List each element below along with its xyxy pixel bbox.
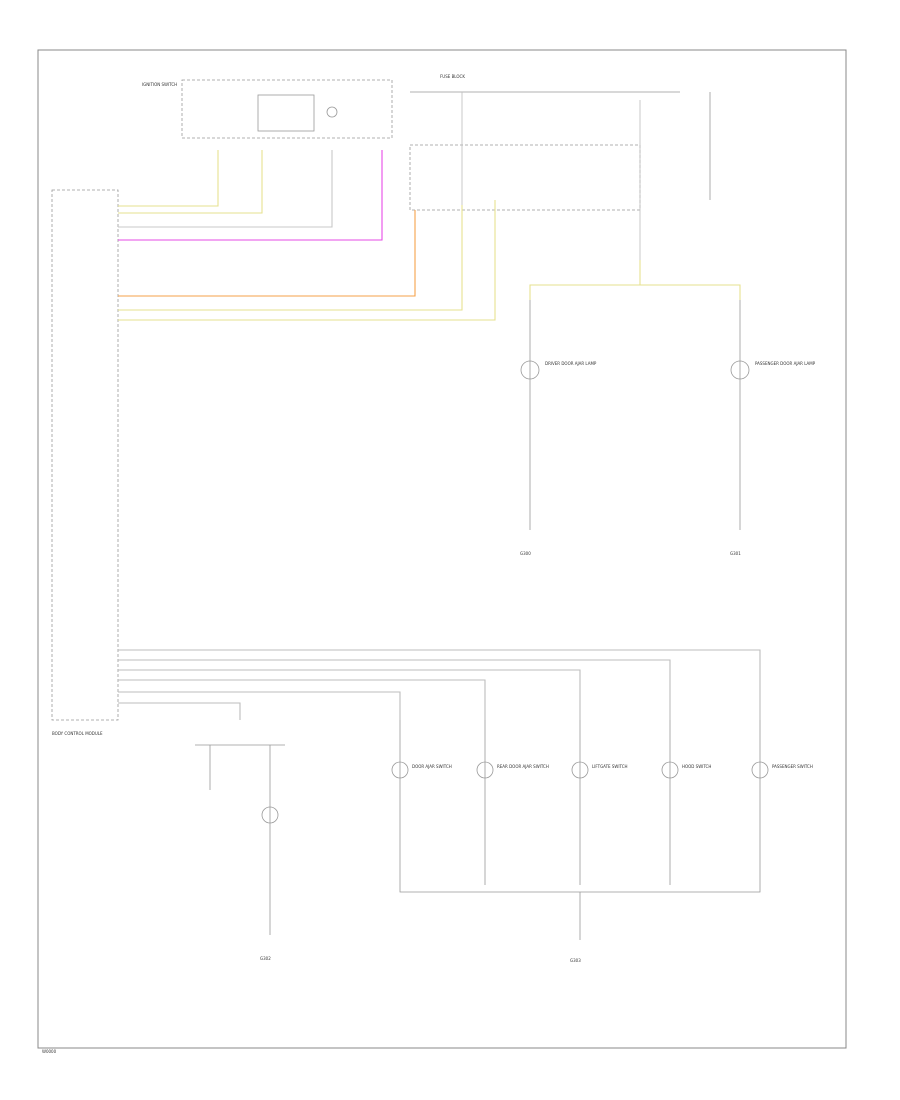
bcm-label: BODY CONTROL MODULE xyxy=(52,731,103,736)
wire-yellow-3 xyxy=(118,205,463,311)
wire-yellow-lamps xyxy=(529,260,741,300)
wire-orange xyxy=(118,210,416,297)
wire-bus-4 xyxy=(118,679,486,720)
switch-lower-icon xyxy=(261,806,279,824)
fuse-block-box xyxy=(409,144,641,211)
sw4-icon xyxy=(661,761,679,779)
sw1-icon xyxy=(391,761,409,779)
ground-g2-label: G301 xyxy=(730,551,741,556)
sw5-icon xyxy=(751,761,769,779)
sw3-label: LIFTGATE SWITCH xyxy=(592,764,628,769)
wire-bus-2 xyxy=(118,659,671,720)
wire-yellow-4 xyxy=(118,200,496,321)
sw3-icon xyxy=(571,761,589,779)
driver-lamp-label: DRIVER DOOR AJAR LAMP xyxy=(545,361,597,366)
ground-g3-label: G302 xyxy=(260,956,271,961)
wire-bus-3 xyxy=(118,669,581,720)
wire-yellow-2 xyxy=(118,150,263,214)
sw4-label: HOOD SWITCH xyxy=(682,764,711,769)
lamp-symbol-top xyxy=(326,106,338,118)
ignition-switch-box xyxy=(181,79,393,139)
passenger-lamp-label: PASSENGER DOOR AJAR LAMP xyxy=(755,361,816,366)
ground-g1-label: G300 xyxy=(520,551,531,556)
wire-bus-6 xyxy=(118,702,241,720)
sw2-icon xyxy=(476,761,494,779)
ignition-switch-inner xyxy=(257,94,315,132)
wire-bus-1 xyxy=(118,649,761,720)
diagram-frame xyxy=(37,49,847,1049)
wire-bus-5 xyxy=(118,691,401,720)
sw2-label: REAR DOOR AJAR SWITCH xyxy=(497,764,549,769)
ground-g4-label: G303 xyxy=(570,958,581,963)
ignition-switch-label: IGNITION SWITCH xyxy=(142,82,177,87)
figure-code: W0000 xyxy=(42,1049,57,1054)
fuse-block-label: FUSE BLOCK xyxy=(440,74,465,79)
wire-gray-1 xyxy=(118,150,333,228)
wire-yellow-1 xyxy=(118,150,219,207)
sw5-label: PASSENGER SWITCH xyxy=(772,764,813,769)
ground-bus xyxy=(399,885,761,893)
bcm-box xyxy=(51,189,119,721)
sw1-label: DOOR AJAR SWITCH xyxy=(412,764,452,769)
wire-magenta xyxy=(118,150,383,241)
